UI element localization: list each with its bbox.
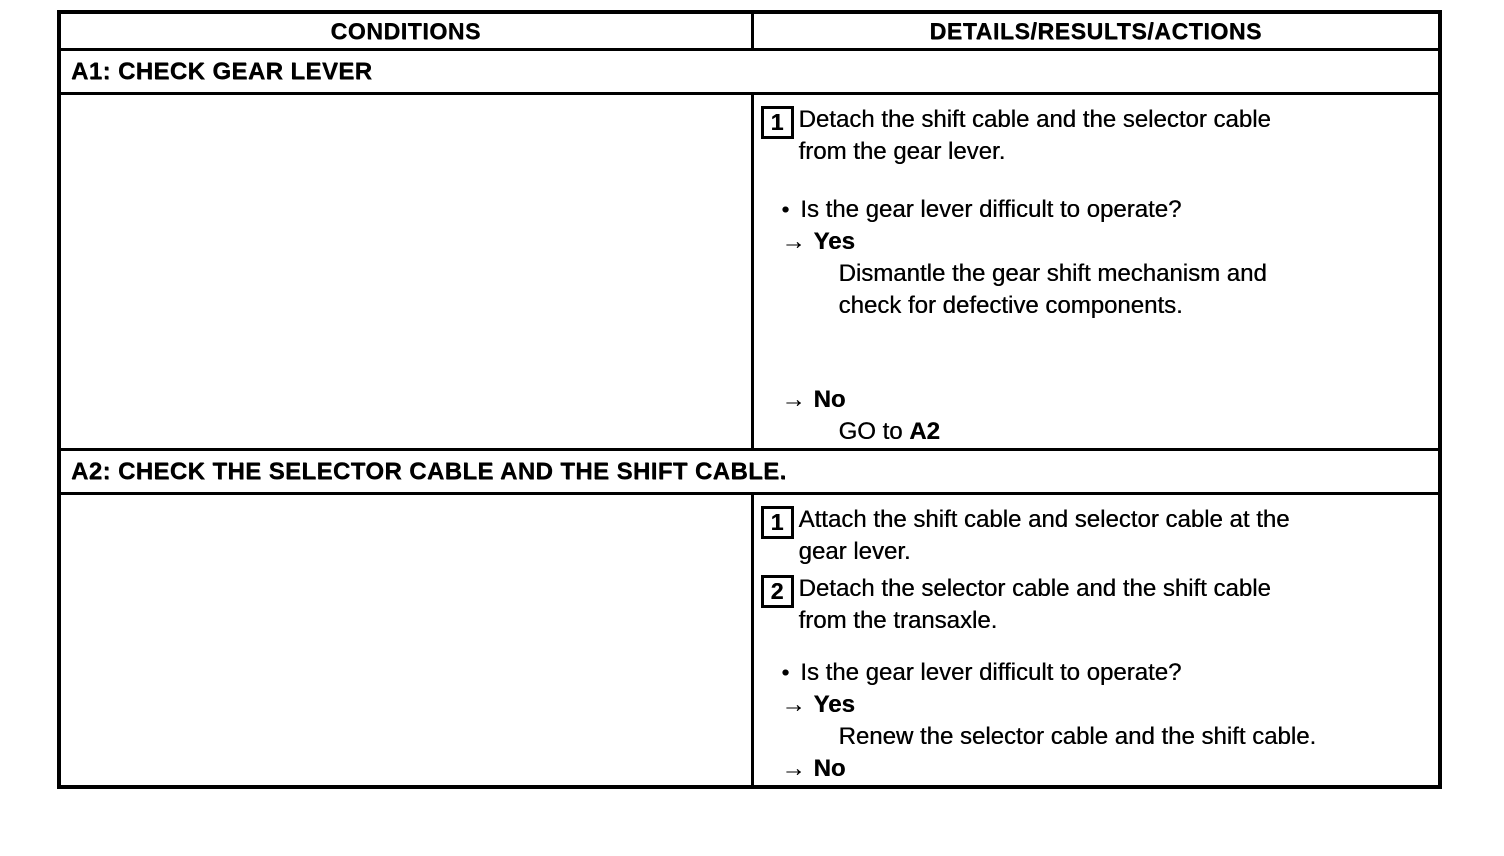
answer-branch-no: → No bbox=[782, 384, 1435, 416]
answer-label: Yes bbox=[813, 228, 855, 255]
bullet-icon: • bbox=[781, 197, 790, 222]
bullet-question: • Is the gear lever difficult to operate? bbox=[782, 657, 1435, 689]
arrow-right-icon: → bbox=[781, 755, 806, 782]
arrow-right-icon: → bbox=[781, 386, 806, 413]
section-title-a1: A1: CHECK GEAR LEVER bbox=[57, 48, 1442, 95]
action-text: Dismantle the gear shift mechanism and c… bbox=[838, 260, 1267, 319]
diagnostic-table: CONDITIONS DETAILS/RESULTS/ACTIONS A1: C… bbox=[57, 10, 1442, 789]
bullet-text: Is the gear lever difficult to operate? bbox=[800, 659, 1182, 686]
step-number-box: 1 bbox=[760, 506, 794, 539]
blank-gap bbox=[761, 322, 1435, 384]
answer-label: No bbox=[813, 755, 846, 782]
action-instruction: GO to A2 bbox=[839, 416, 1435, 448]
bullet-question: • Is the gear lever difficult to operate? bbox=[782, 194, 1435, 226]
answer-branch-no: → No bbox=[782, 753, 1435, 785]
action-instruction: Dismantle the gear shift mechanism and c… bbox=[839, 258, 1435, 322]
answer-label: Yes bbox=[813, 691, 855, 718]
step-text: Detach the shift cable and the selector … bbox=[798, 106, 1271, 165]
action-text: GO to bbox=[838, 418, 910, 445]
step-text: Attach the shift cable and selector cabl… bbox=[798, 506, 1290, 565]
bullet-icon: • bbox=[781, 660, 790, 685]
blank-gap bbox=[761, 168, 1435, 194]
conditions-cell-a2 bbox=[57, 492, 754, 789]
step-number-box: 1 bbox=[760, 106, 794, 139]
step-number-box: 2 bbox=[760, 575, 794, 608]
action-target-ref: A2 bbox=[909, 418, 940, 445]
answer-branch-yes: → Yes bbox=[782, 226, 1435, 258]
conditions-column-header: CONDITIONS bbox=[57, 10, 754, 51]
action-instruction: Renew the selector cable and the shift c… bbox=[839, 721, 1435, 753]
conditions-cell-a1 bbox=[57, 92, 754, 451]
section-header-row-a2: A2: CHECK THE SELECTOR CABLE AND THE SHI… bbox=[57, 448, 1442, 495]
blank-gap bbox=[761, 637, 1435, 657]
section-header-row-a1: A1: CHECK GEAR LEVER bbox=[57, 48, 1442, 95]
arrow-right-icon: → bbox=[781, 228, 806, 255]
answer-label: No bbox=[813, 386, 846, 413]
bullet-text: Is the gear lever difficult to operate? bbox=[800, 196, 1182, 223]
step-text: Detach the selector cable and the shift … bbox=[798, 575, 1271, 634]
table-header-row: CONDITIONS DETAILS/RESULTS/ACTIONS bbox=[57, 10, 1442, 51]
arrow-right-icon: → bbox=[781, 691, 806, 718]
section-title-a2: A2: CHECK THE SELECTOR CABLE AND THE SHI… bbox=[57, 448, 1442, 495]
action-text: Renew the selector cable and the shift c… bbox=[838, 723, 1317, 750]
details-column-header: DETAILS/RESULTS/ACTIONS bbox=[750, 10, 1442, 51]
answer-branch-yes: → Yes bbox=[782, 689, 1435, 721]
